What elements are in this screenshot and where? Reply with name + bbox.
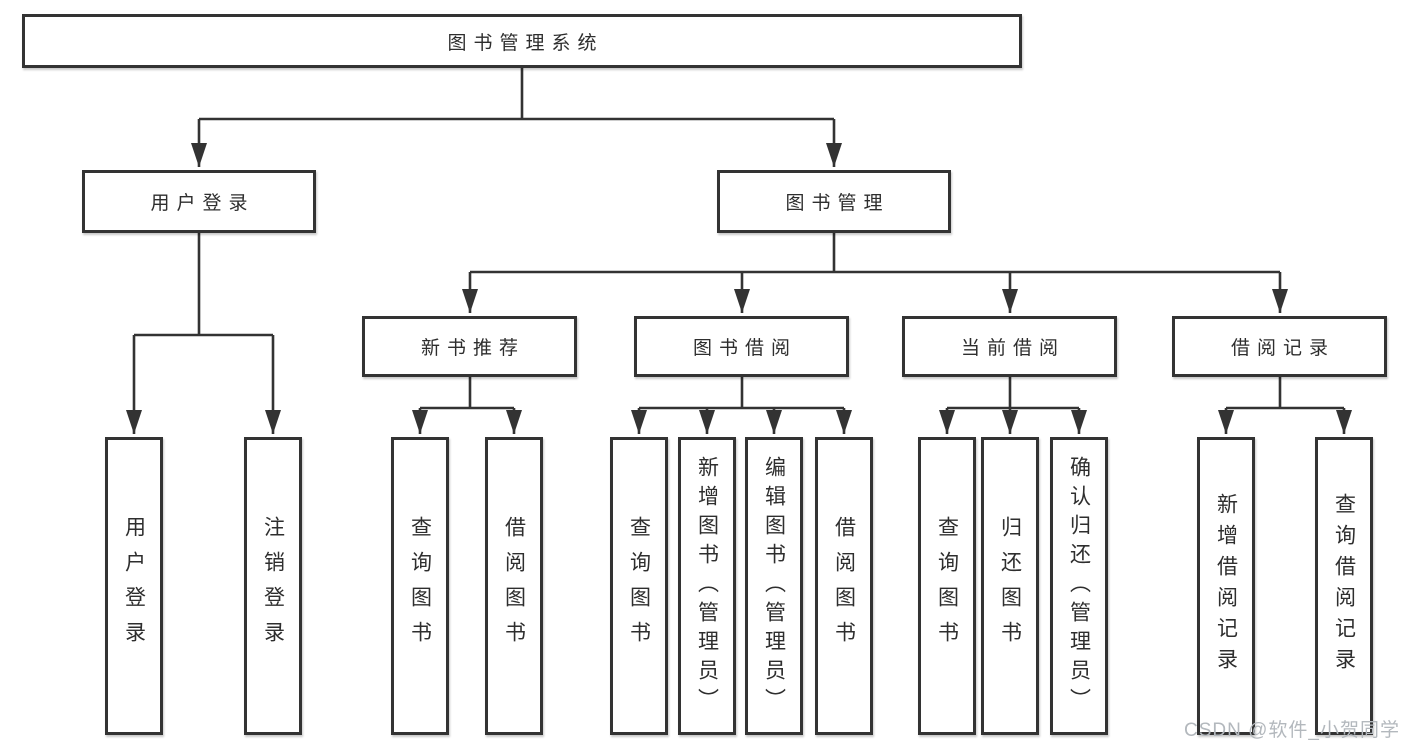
leaf-label: 查询图书 <box>408 516 432 656</box>
node-book-borrow: 图书借阅 <box>634 316 849 377</box>
node-borrow-records: 借阅记录 <box>1172 316 1387 377</box>
leaf-label: 借阅图书 <box>502 516 526 656</box>
leaf-query-books-under-recommend: 查询图书 <box>391 437 449 735</box>
leaf-label: 查询借阅记录 <box>1332 493 1356 679</box>
leaf-add-borrow-record: 新增借阅记录 <box>1197 437 1255 735</box>
tree-elbow-lines <box>134 68 1344 410</box>
leaf-logout: 注销登录 <box>244 437 302 735</box>
node-current-borrow: 当前借阅 <box>902 316 1117 377</box>
leaf-borrow-books-under-recommend: 借阅图书 <box>485 437 543 735</box>
leaf-query-books-under-current: 查询图书 <box>918 437 976 735</box>
node-book-management: 图书管理 <box>717 170 951 233</box>
leaf-query-books-under-borrow: 查询图书 <box>610 437 668 735</box>
leaf-confirm-return-admin: 确认归还（管理员） <box>1050 437 1108 735</box>
leaf-query-borrow-record: 查询借阅记录 <box>1315 437 1373 735</box>
leaf-label: 新增借阅记录 <box>1214 493 1238 679</box>
leaf-label: 确认归还（管理员） <box>1067 455 1091 717</box>
leaf-label: 用户登录 <box>122 516 146 656</box>
csdn-watermark: CSDN @软件_小贺同学 <box>1184 720 1400 741</box>
node-system-root: 图书管理系统 <box>22 14 1022 68</box>
leaf-label: 借阅图书 <box>832 516 856 656</box>
leaf-label: 查询图书 <box>935 516 959 656</box>
node-new-book-recommend: 新书推荐 <box>362 316 577 377</box>
leaf-label: 注销登录 <box>261 516 285 656</box>
leaf-borrow-books-under-borrow: 借阅图书 <box>815 437 873 735</box>
leaf-label: 编辑图书（管理员） <box>762 455 786 717</box>
leaf-edit-book-admin: 编辑图书（管理员） <box>745 437 803 735</box>
leaf-label: 归还图书 <box>998 516 1022 656</box>
leaf-label: 新增图书（管理员） <box>695 455 719 717</box>
node-user-login: 用户登录 <box>82 170 316 233</box>
leaf-user-login: 用户登录 <box>105 437 163 735</box>
leaf-label: 查询图书 <box>627 516 651 656</box>
leaf-return-book: 归还图书 <box>981 437 1039 735</box>
leaf-add-book-admin: 新增图书（管理员） <box>678 437 736 735</box>
